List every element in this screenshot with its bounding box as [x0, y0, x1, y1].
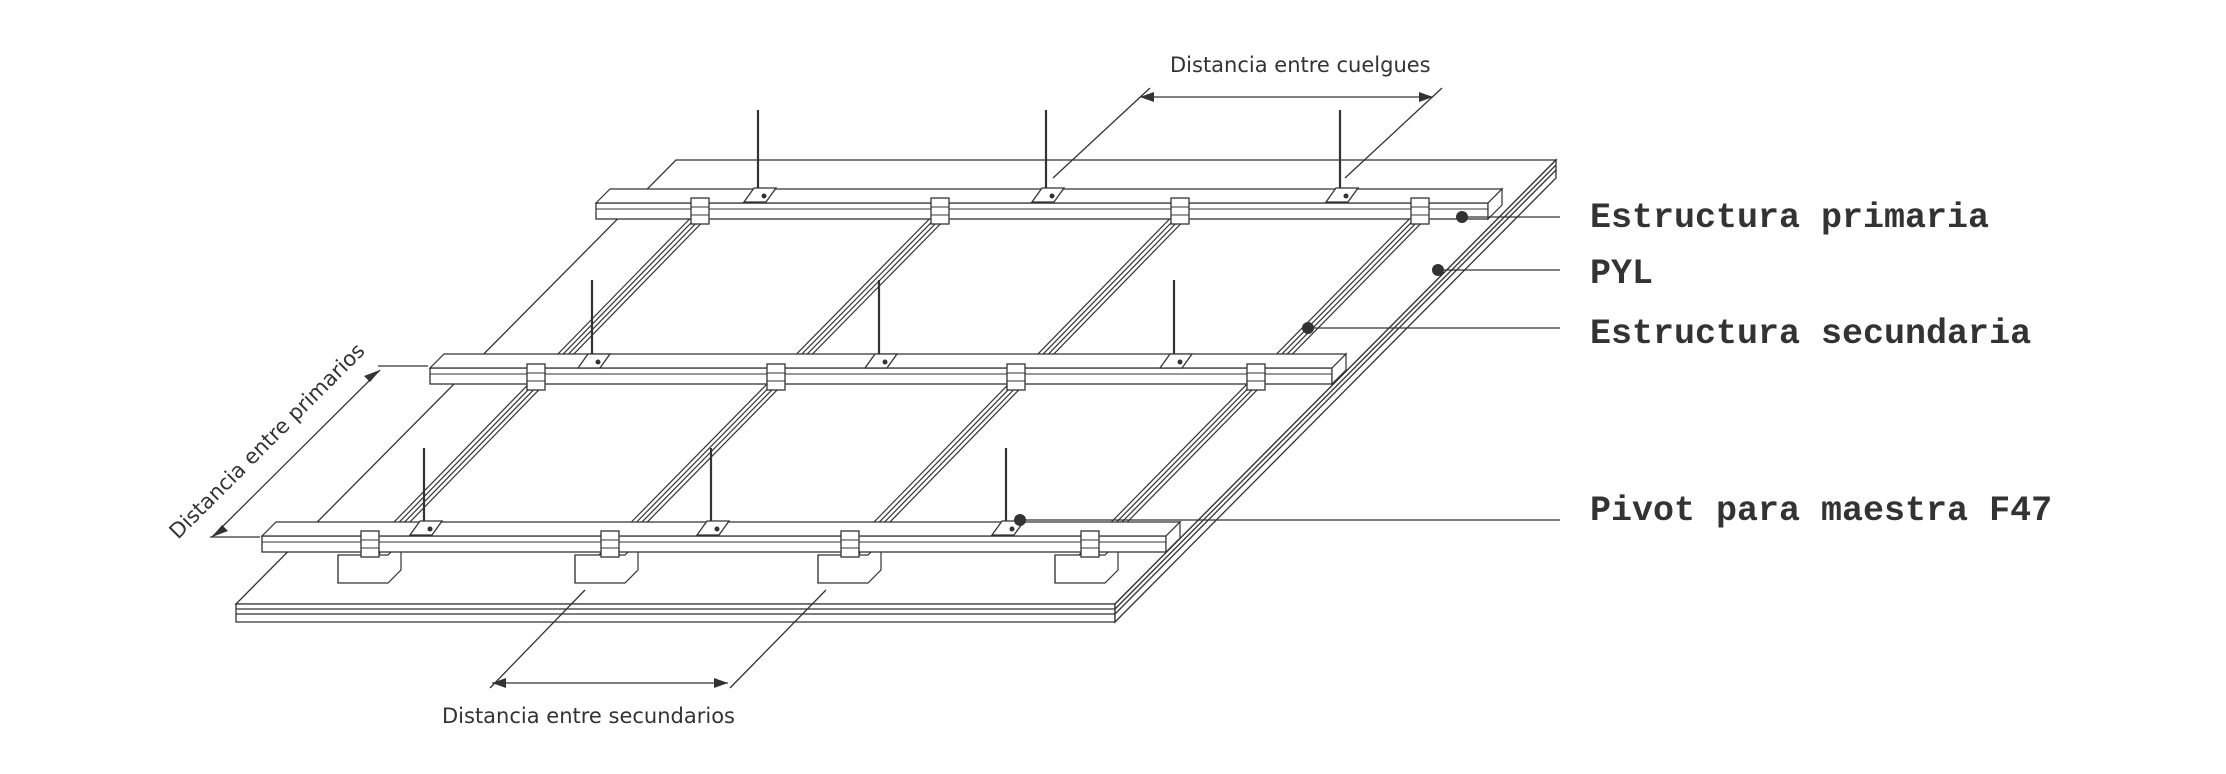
leader-lines — [1014, 211, 1560, 526]
label-dim-hangers: Distancia entre cuelgues — [1170, 53, 1431, 77]
pivot-clip — [1170, 197, 1190, 225]
hanger-rod — [1158, 280, 1194, 369]
pivot-clip — [930, 197, 950, 225]
label-pivot: Pivot para maestra F47 — [1590, 491, 2052, 531]
hanger-rod — [408, 448, 444, 536]
pivot-clip — [1246, 363, 1266, 391]
hanger-rods — [408, 110, 1360, 536]
primary-leader-dot — [1456, 211, 1468, 223]
secondary-leader-dot — [1302, 322, 1314, 334]
label-board: PYL — [1590, 254, 1653, 294]
hanger-rod — [1324, 110, 1360, 203]
label-dim-secondaries: Distancia entre secundarios — [442, 704, 735, 728]
dimension-secondaries — [489, 589, 827, 689]
pivot-clip — [1080, 530, 1100, 558]
pivot-clip — [526, 363, 546, 391]
pivot-clips — [360, 197, 1430, 558]
hanger-rod — [1030, 110, 1066, 203]
hanger-rod — [742, 110, 778, 203]
label-secondary-structure: Estructura secundaria — [1590, 314, 2031, 354]
pivot-leader-dot — [1014, 514, 1026, 526]
pivot-clip — [690, 197, 710, 225]
primary-profile — [260, 520, 1182, 554]
dimension-hangers — [1052, 87, 1443, 179]
dimension-primaries — [210, 365, 428, 538]
plasterboard-panel — [234, 158, 1558, 624]
pivot-clip — [360, 530, 380, 558]
pivot-clip — [1006, 363, 1026, 391]
hanger-rod — [695, 448, 731, 536]
board-leader-dot — [1432, 264, 1444, 276]
hanger-rod — [863, 280, 899, 369]
pivot-clip — [766, 363, 786, 391]
label-primary-structure: Estructura primaria — [1590, 198, 1989, 238]
pivot-clip — [1410, 197, 1430, 225]
primary-profile — [594, 187, 1504, 221]
primary-profiles — [260, 187, 1504, 554]
hanger-rod — [576, 280, 612, 369]
pivot-clip — [600, 530, 620, 558]
pivot-clip — [840, 530, 860, 558]
